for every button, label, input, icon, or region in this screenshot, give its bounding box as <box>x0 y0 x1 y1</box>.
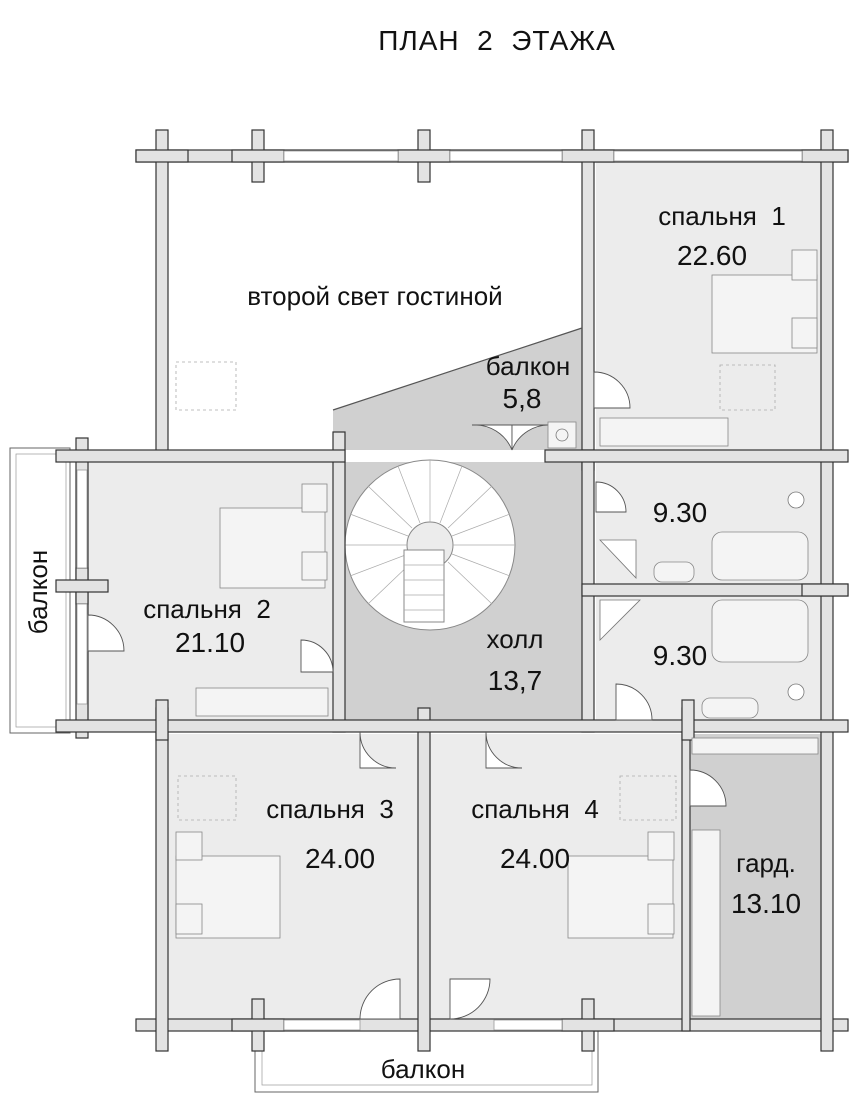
label-second-light: второй свет гостиной <box>247 281 502 311</box>
label-bedroom3-area: 24.00 <box>305 843 375 874</box>
label-bedroom2-name: спальня 2 <box>143 594 271 624</box>
balcony-inner-edge <box>332 327 583 411</box>
room-balcony-inner-fill <box>333 328 582 450</box>
label-hall-area: 13,7 <box>488 665 543 696</box>
label-bedroom2-area: 21.10 <box>175 627 245 658</box>
room-labels: второй свет гостиной спальня 1 22.60 бал… <box>23 201 801 1084</box>
label-wardrobe-area: 13.10 <box>731 888 801 919</box>
label-balcony-inner-name: балкон <box>486 351 570 381</box>
label-hall-name: холл <box>487 624 544 654</box>
plan-title: ПЛАН 2 ЭТАЖА <box>378 25 616 56</box>
label-balcony-bottom: балкон <box>381 1054 465 1084</box>
label-wardrobe-name: гард. <box>736 848 796 878</box>
label-bath1-area: 9.30 <box>653 497 708 528</box>
label-balcony-left: балкон <box>23 550 53 634</box>
doors <box>87 371 727 1020</box>
label-bedroom4-area: 24.00 <box>500 843 570 874</box>
room-bedroom2-fill <box>88 462 333 720</box>
label-balcony-inner-area: 5,8 <box>503 383 542 414</box>
spiral-staircase <box>344 459 516 631</box>
furniture <box>175 249 819 1017</box>
label-bath2-area: 9.30 <box>653 640 708 671</box>
label-bedroom1-name: спальня 1 <box>658 201 786 231</box>
label-bedroom4-name: спальня 4 <box>471 794 599 824</box>
windows <box>76 150 803 1031</box>
walls <box>55 129 849 1052</box>
label-bedroom3-name: спальня 3 <box>266 794 394 824</box>
label-bedroom1-area: 22.60 <box>677 240 747 271</box>
